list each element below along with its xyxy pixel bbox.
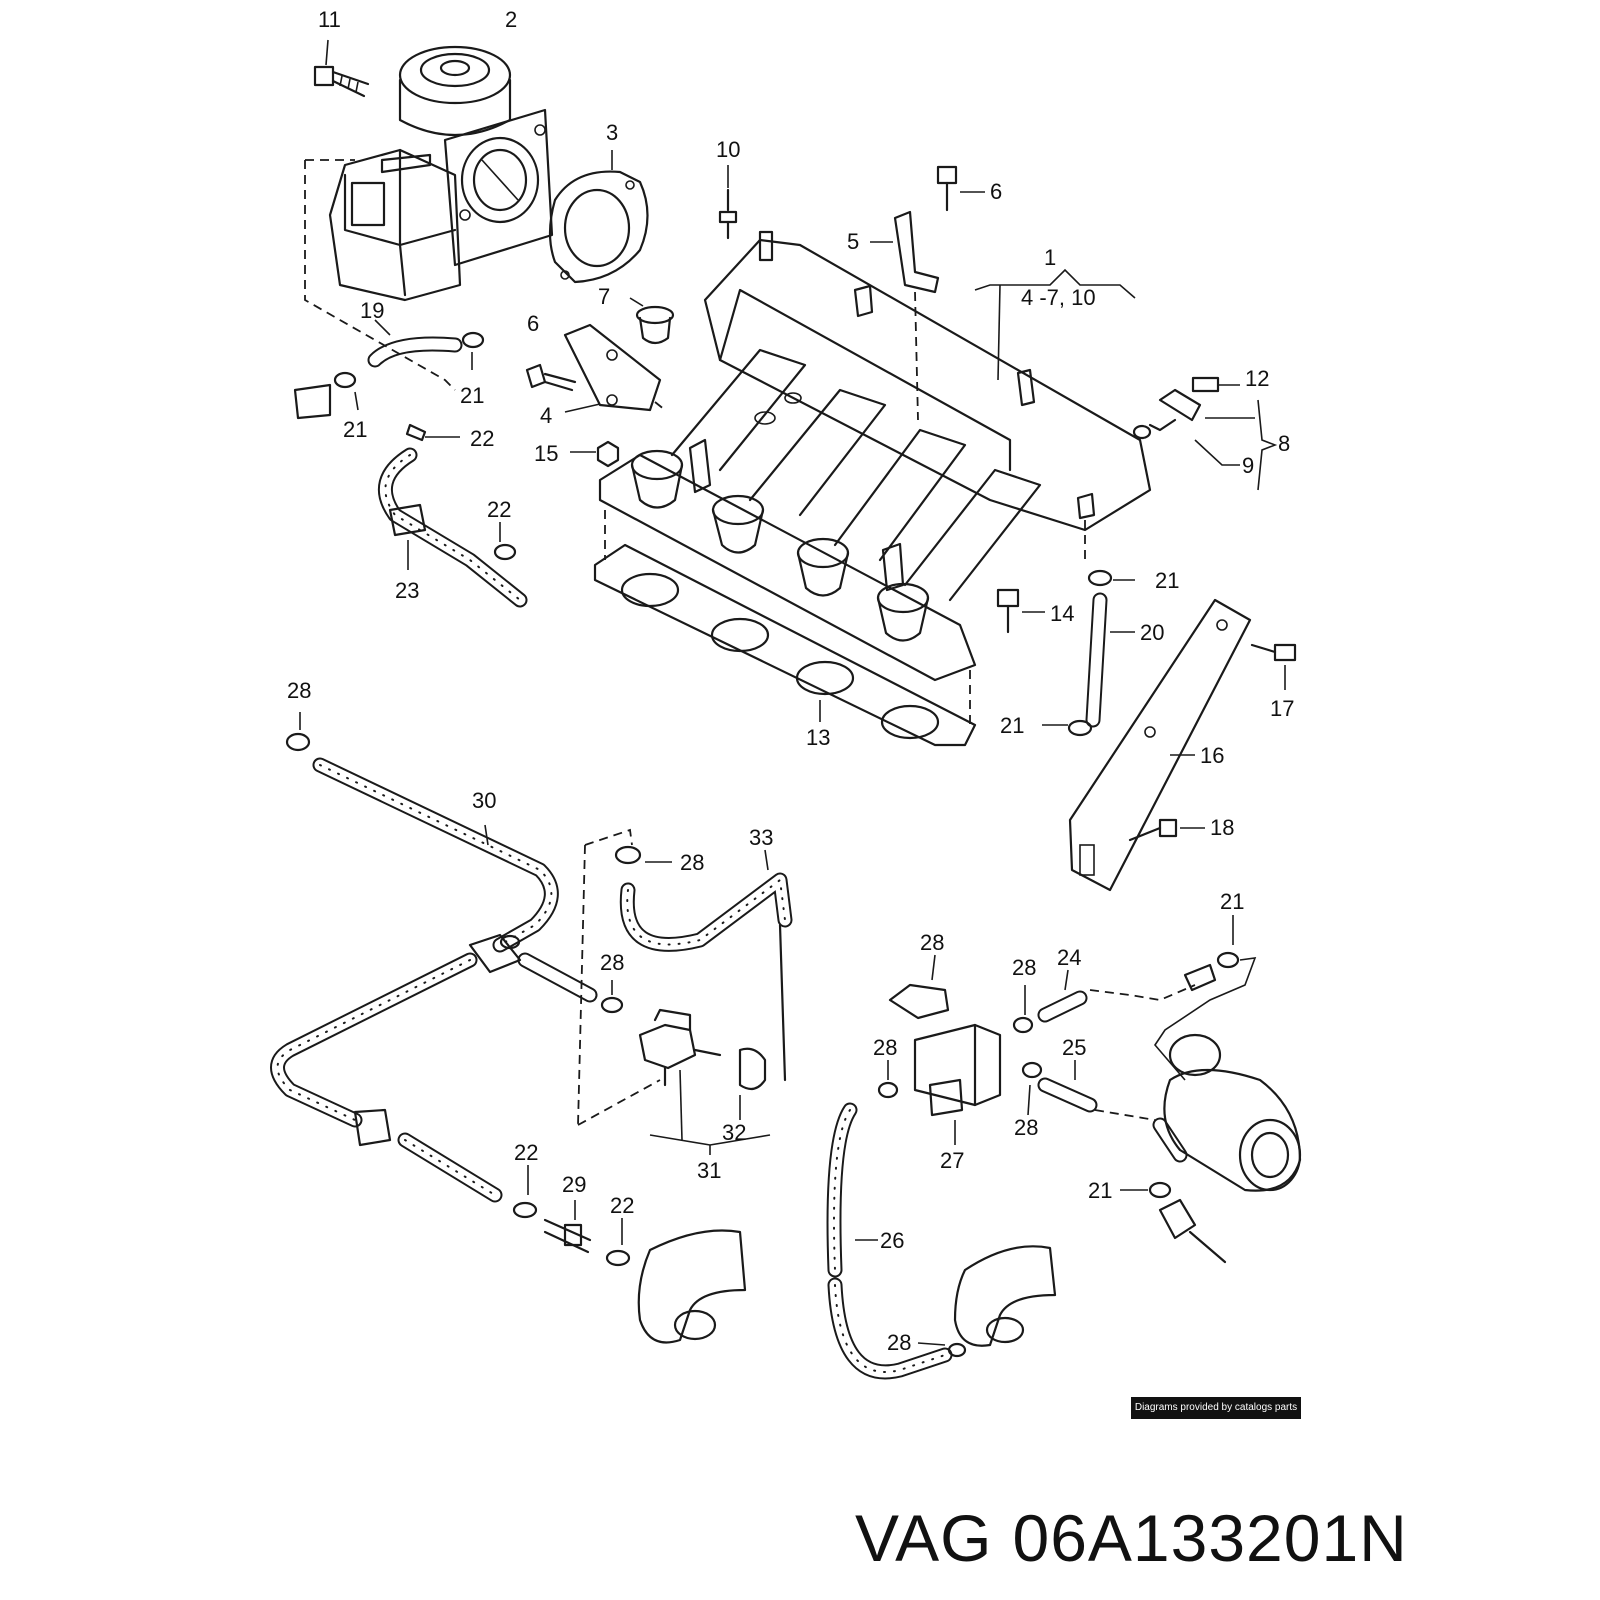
callout-29-d: 28 — [1012, 955, 1036, 980]
callout-33: 32 — [722, 1120, 746, 1145]
callout-23: 23 — [395, 578, 419, 603]
solenoid-valve-part-27 — [826, 954, 1196, 1380]
callout-15: 15 — [534, 441, 558, 466]
callout-21-f: 21 — [1088, 1178, 1112, 1203]
callout-labels: 1 4 -7, 10 2 3 4 5 6 6 7 8 9 10 11 12 13… — [287, 7, 1294, 1355]
callout-13: 13 — [806, 725, 830, 750]
plug-part-7 — [629, 297, 675, 345]
callout-21-c: 21 — [1155, 568, 1179, 593]
callout-32: 31 — [697, 1158, 721, 1183]
gasket-part-3 — [548, 150, 649, 284]
support-bracket-part-16 — [1068, 598, 1297, 892]
callout-20: 20 — [1140, 620, 1164, 645]
callout-1: 1 — [1044, 245, 1056, 270]
callout-2: 2 — [505, 7, 517, 32]
credit-badge: Diagrams provided by catalogs parts — [1131, 1397, 1301, 1419]
callout-22-b: 22 — [487, 497, 511, 522]
part-number: 06A133201N — [1012, 1501, 1408, 1575]
callout-14: 14 — [1050, 601, 1074, 626]
bracket-part-4 — [525, 323, 666, 413]
callout-30: 29 — [562, 1172, 586, 1197]
callout-1-range: 4 -7, 10 — [1021, 285, 1096, 310]
callout-12: 12 — [1245, 366, 1269, 391]
callout-29-b: 28 — [680, 850, 704, 875]
callout-10: 10 — [716, 137, 740, 162]
callout-29-a: 28 — [287, 678, 311, 703]
vacuum-hose-part-19 — [293, 319, 485, 420]
bolt-part-11 — [313, 39, 370, 98]
callout-19: 19 — [360, 298, 384, 323]
sensor-part-8 — [1132, 376, 1278, 491]
callout-22-a: 22 — [470, 426, 494, 451]
callout-3: 3 — [606, 120, 618, 145]
throttle-body-part-2 — [328, 45, 554, 302]
turbocharger-part — [1120, 915, 1302, 1264]
callout-29-g: 28 — [887, 1330, 911, 1355]
callout-21-b: 21 — [343, 417, 367, 442]
callout-21-d: 21 — [1000, 713, 1024, 738]
callout-7: 7 — [598, 284, 610, 309]
bolt-part-10 — [718, 165, 738, 240]
callout-6-left: 6 — [527, 311, 539, 336]
vacuum-hose-part-34 — [577, 828, 793, 1126]
callout-16: 16 — [1200, 743, 1224, 768]
part-title: VAG 06A133201N — [855, 1500, 1555, 1576]
callout-5: 5 — [847, 229, 859, 254]
callout-8: 8 — [1278, 431, 1290, 456]
callout-4: 4 — [540, 403, 552, 428]
vacuum-hose-part-20 — [996, 569, 1135, 737]
callout-22-c: 22 — [514, 1140, 538, 1165]
callout-34: 33 — [749, 825, 773, 850]
callout-21-e: 21 — [1220, 889, 1244, 914]
callout-9: 9 — [1242, 453, 1254, 478]
callout-18: 18 — [1210, 815, 1234, 840]
connector-part-30 — [512, 1165, 747, 1344]
vacuum-hose-part-23 — [378, 423, 528, 608]
callout-31: 30 — [472, 788, 496, 813]
nut-part-15 — [570, 440, 620, 468]
callout-28: 28 — [920, 930, 944, 955]
callout-25: 25 — [1062, 1035, 1086, 1060]
callout-22-d: 22 — [610, 1193, 634, 1218]
callout-29-f: 28 — [1014, 1115, 1038, 1140]
bracket-part-5 — [870, 165, 985, 421]
vacuum-hose-part-31 — [270, 712, 598, 1203]
callout-27: 27 — [940, 1148, 964, 1173]
callout-26: 26 — [880, 1228, 904, 1253]
callout-17: 17 — [1270, 696, 1294, 721]
callout-11: 11 — [318, 7, 341, 32]
manifold-gasket-part-13 — [593, 510, 977, 747]
callout-21-a: 21 — [460, 383, 484, 408]
callout-24: 24 — [1057, 945, 1081, 970]
callout-29-c: 28 — [600, 950, 624, 975]
brand-name: VAG — [855, 1501, 993, 1575]
callout-29-e: 28 — [873, 1035, 897, 1060]
valve-part-32 — [600, 980, 771, 1155]
callout-6-top: 6 — [990, 179, 1002, 204]
intake-manifold-part-1 — [598, 230, 1152, 682]
